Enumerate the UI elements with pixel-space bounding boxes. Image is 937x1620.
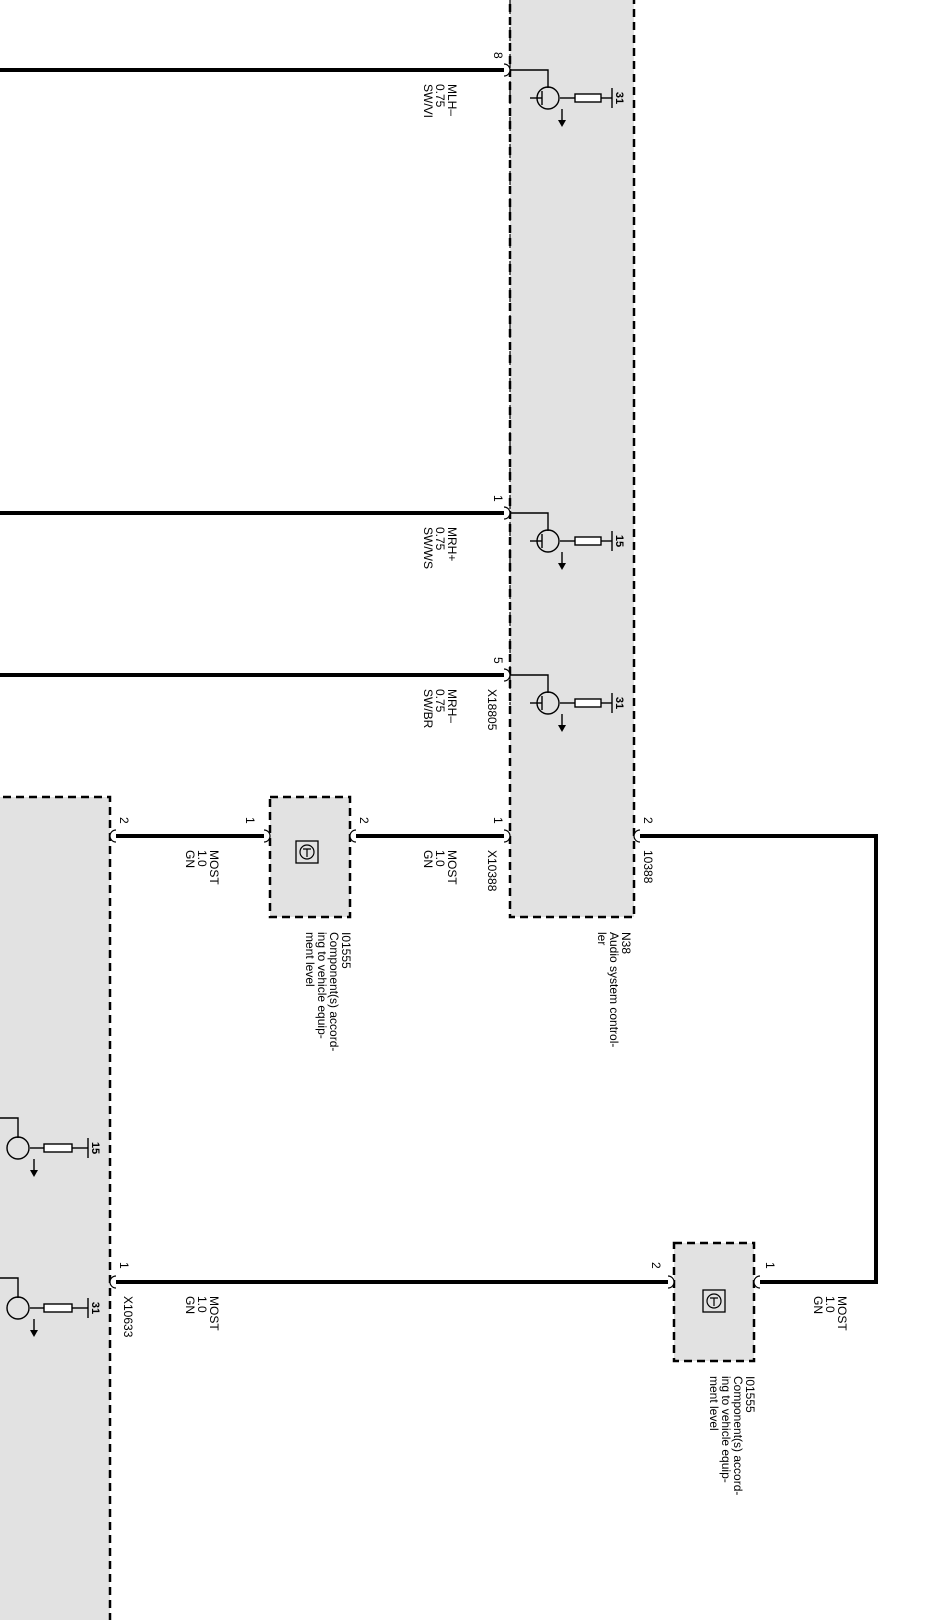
left-stage-31	[0, 1277, 89, 1330]
comp-lower-line1: Component(s) accord-	[731, 1376, 745, 1495]
n38-ground-mlh: 31	[613, 92, 625, 104]
mlh-signal: MLH–	[445, 84, 459, 116]
left-ground-15: 15	[89, 1142, 101, 1154]
n38-name-line1: Audio system control-	[607, 932, 621, 1047]
most-lr-signal: MOST	[835, 1296, 849, 1331]
label-most-upper-mid: MOST 1.0 GN	[421, 850, 459, 885]
most-ll-signal: MOST	[207, 1296, 221, 1331]
n38-module-box	[508, 0, 636, 919]
mrh-plus-size: 0.75	[433, 527, 447, 551]
n38-stage-mrh-plus-arrow	[558, 563, 566, 570]
label-mrh-minus: MRH– 0.75 SW/BR	[421, 689, 459, 729]
comp-upper-line3: ment level	[303, 932, 317, 987]
n38-id: N38	[619, 932, 633, 954]
n38-stage-mlh	[510, 69, 613, 120]
comp-upper-line2: ing to vehicle equip-	[315, 932, 329, 1039]
left-ground-31: 31	[89, 1302, 101, 1314]
comp-lower-id: I01555	[743, 1376, 757, 1413]
connector-x10633: X10633	[121, 1296, 135, 1338]
component-upper-symbol	[295, 840, 319, 864]
most-ll-size: 1.0	[195, 1296, 209, 1313]
mlh-color: SW/VI	[421, 84, 435, 118]
connector-10388: 10388	[641, 850, 655, 884]
most-ul-color: GN	[183, 850, 197, 868]
most-um-color: GN	[421, 850, 435, 868]
left-stage-15-arrow	[30, 1170, 38, 1177]
pin-comp-lower-right: 1	[763, 1262, 777, 1269]
component-lower-label: I01555 Component(s) accord- ing to vehic…	[707, 1376, 757, 1495]
pin-n38-most-out: 2	[641, 817, 655, 824]
n38-name-line2: ler	[595, 932, 609, 945]
pin-mlh: 8	[491, 52, 505, 59]
most-ul-signal: MOST	[207, 850, 221, 885]
left-stage-15	[0, 1117, 89, 1170]
n38-stage-mlh-arrow	[558, 120, 566, 127]
connector-x10388: X10388	[485, 850, 499, 892]
label-mlh-minus: MLH– 0.75 SW/VI	[421, 84, 459, 118]
comp-lower-line3: ment level	[707, 1376, 721, 1431]
pin-n38-most-in: 1	[491, 817, 505, 824]
pin-mrh-minus: 5	[491, 657, 505, 664]
comp-lower-line2: ing to vehicle equip-	[719, 1376, 733, 1483]
most-lr-color: GN	[811, 1296, 825, 1314]
most-ll-color: GN	[183, 1296, 197, 1314]
n38-stage-mrh-minus	[510, 674, 613, 725]
mrh-plus-signal: MRH+	[445, 527, 459, 561]
left-stage-31-arrow	[30, 1330, 38, 1337]
mrh-minus-color: SW/BR	[421, 689, 435, 729]
pin-left-module-lower: 1	[117, 1262, 131, 1269]
most-um-signal: MOST	[445, 850, 459, 885]
n38-stage-mrh-minus-arrow	[558, 725, 566, 732]
most-lr-size: 1.0	[823, 1296, 837, 1313]
mrh-minus-signal: MRH–	[445, 689, 459, 723]
wire-most-n38-out	[640, 834, 878, 1284]
comp-upper-line1: Component(s) accord-	[327, 932, 341, 1051]
label-mrh-plus: MRH+ 0.75 SW/WS	[421, 527, 459, 569]
pin-comp-upper-right: 2	[357, 817, 371, 824]
pin-left-module-upper: 2	[117, 817, 131, 824]
n38-ground-mrh-minus: 31	[613, 697, 625, 709]
most-um-size: 1.0	[433, 850, 447, 867]
left-module-box	[0, 795, 112, 1620]
pin-mrh-plus: 1	[491, 495, 505, 502]
n38-stage-mrh-plus	[510, 512, 613, 563]
connector-x18805: X18805	[485, 689, 499, 731]
pin-comp-upper-left: 1	[243, 817, 257, 824]
mrh-minus-size: 0.75	[433, 689, 447, 713]
mrh-plus-color: SW/WS	[421, 527, 435, 569]
component-lower-symbol	[702, 1289, 726, 1313]
wires	[0, 68, 878, 1284]
n38-ground-mrh-plus: 15	[613, 535, 625, 547]
label-most-lower-left: MOST 1.0 GN	[183, 1296, 221, 1331]
pin-comp-lower-left: 2	[649, 1262, 663, 1269]
n38-title: N38 Audio system control- ler	[595, 932, 633, 1047]
component-upper-label: I01555 Component(s) accord- ing to vehic…	[303, 932, 353, 1051]
pin-notches	[109, 63, 761, 1289]
mlh-size: 0.75	[433, 84, 447, 108]
label-most-lower-right: MOST 1.0 GN	[811, 1296, 849, 1331]
label-most-upper-left: MOST 1.0 GN	[183, 850, 221, 885]
comp-upper-id: I01555	[339, 932, 353, 969]
component-upper-box	[268, 795, 352, 919]
most-ul-size: 1.0	[195, 850, 209, 867]
